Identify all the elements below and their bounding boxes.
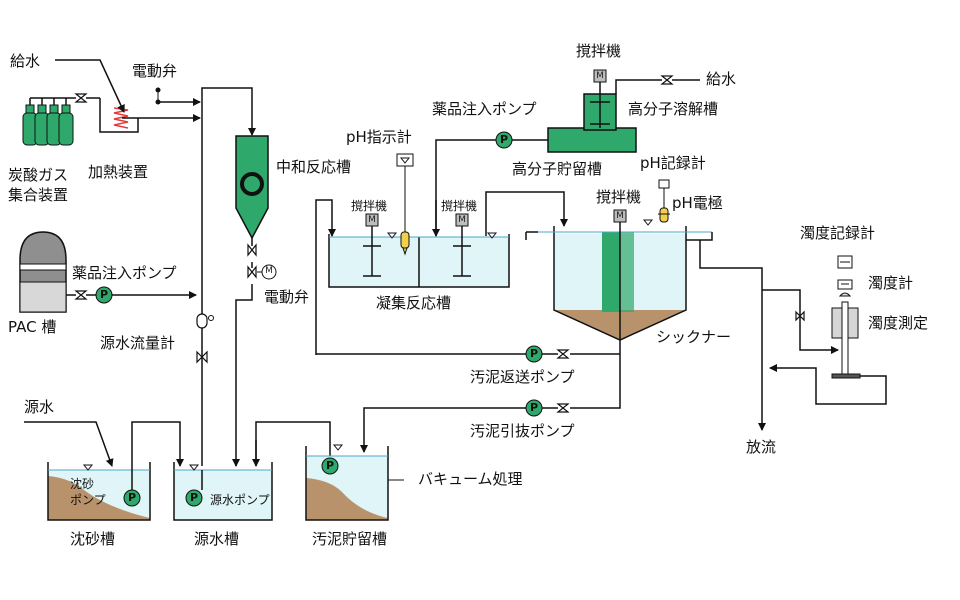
agitator-mid-motor-letter: M — [458, 215, 466, 225]
top-motor-valve[interactable] — [155, 87, 161, 105]
agitator-mid-label: 撹拌機 — [441, 199, 478, 213]
coagulation-tank — [328, 232, 510, 288]
sludge-return-pump-letter: P — [529, 347, 539, 360]
co2-label-line1: 炭酸ガス — [8, 166, 69, 184]
agitator-left-device — [363, 213, 381, 277]
agitator-left-motor-letter: M — [368, 215, 376, 225]
thickener-tank — [525, 209, 713, 341]
motor-valve-mid-label: 電動弁 — [264, 288, 310, 306]
turbidity-recorder-label: 濁度記録計 — [800, 224, 876, 242]
ph-indicator-device — [396, 153, 414, 256]
neutralization-tank — [235, 135, 269, 240]
raw-water-pump-letter: P — [189, 491, 199, 504]
sludge-withdraw-pump-letter: P — [529, 401, 539, 414]
turbidity-instrument — [831, 255, 861, 379]
polymer-chem-pump-label: 薬品注入ポンプ — [432, 100, 537, 118]
sand-tank-label: 沈砂槽 — [70, 530, 116, 548]
discharge-label: 放流 — [746, 438, 777, 456]
agitator-thickener-label: 撹拌機 — [596, 188, 642, 206]
sand-pump-label-line1: 沈砂 — [70, 477, 95, 491]
ph-electrode-device — [658, 179, 670, 223]
raw-water-pump[interactable] — [185, 489, 203, 507]
pac-pump-letter: P — [99, 288, 109, 301]
raw-flow-valve[interactable] — [196, 350, 208, 364]
feed-water-right-label: 給水 — [706, 70, 737, 88]
sludge-storage-tank-label: 汚泥貯留槽 — [312, 530, 388, 548]
sand-pump-letter: P — [127, 491, 137, 504]
vacuum-pump-letter: P — [325, 459, 335, 472]
raw-water-pump-label: 源水ポンプ — [210, 493, 270, 507]
feed-water-left-label: 給水 — [10, 52, 41, 70]
mid-motor-valve-letter: M — [265, 266, 273, 276]
neutralization-valve[interactable] — [247, 243, 257, 257]
heating-device-label: 加熱装置 — [88, 163, 149, 181]
pac-valve[interactable] — [74, 290, 88, 300]
agitator-top-label: 撹拌機 — [576, 42, 622, 60]
coagulation-tank-label: 凝集反応槽 — [376, 294, 452, 312]
vacuum-pump[interactable] — [321, 457, 339, 475]
co2-valve[interactable] — [74, 93, 88, 103]
polymer-dissolve-tank — [583, 69, 617, 131]
co2-label-line2: 集合装置 — [8, 186, 69, 204]
sludge-return-valve[interactable] — [556, 349, 570, 359]
raw-water-tank-label: 源水槽 — [194, 530, 240, 548]
pac-chem-pump-label: 薬品注入ポンプ — [72, 264, 177, 282]
turbidity-valve[interactable] — [795, 310, 805, 322]
sludge-withdraw-pump-label: 汚泥引抜ポンプ — [470, 422, 575, 440]
ph-recorder-label: pH記録計 — [640, 154, 706, 172]
pac-tank — [19, 231, 67, 313]
polymer-agitator-motor-letter: M — [596, 71, 604, 81]
polymer-dissolve-tank-label: 高分子溶解槽 — [628, 100, 719, 118]
sludge-storage-tank — [305, 444, 389, 521]
sludge-return-pump-label: 汚泥返送ポンプ — [470, 368, 575, 386]
sludge-withdraw-valve[interactable] — [556, 403, 570, 413]
agitator-mid-device — [453, 213, 471, 277]
thickener-label: シックナー — [656, 328, 732, 346]
ph-electrode-label: pH電極 — [672, 194, 723, 212]
thickener-agitator-motor-letter: M — [616, 211, 624, 221]
turbidity-measure-label: 濁度測定 — [868, 314, 929, 332]
agitator-left-label: 撹拌機 — [351, 199, 388, 213]
polymer-storage-tank — [547, 127, 637, 153]
polymer-feed-valve[interactable] — [660, 75, 674, 85]
raw-water-label: 源水 — [24, 398, 55, 416]
ph-indicator-label: pH指示計 — [346, 128, 412, 146]
polymer-pump-letter: P — [499, 133, 509, 146]
motor-valve-top-label: 電動弁 — [132, 62, 178, 80]
raw-flow-meter-label: 源水流量計 — [100, 334, 176, 352]
polymer-storage-tank-label: 高分子貯留槽 — [512, 160, 603, 178]
sand-pump-label-line2: ポンプ — [70, 493, 106, 507]
raw-water-tank — [173, 462, 273, 521]
turbidimeter-label: 濁度計 — [868, 274, 914, 292]
heating-device — [99, 98, 139, 133]
co2-cylinder-bank — [22, 97, 76, 146]
pac-tank-label: PAC 槽 — [8, 318, 57, 336]
raw-flow-meter — [196, 313, 214, 329]
vacuum-treatment-label: バキューム処理 — [418, 470, 523, 488]
mid-motor-valve[interactable] — [247, 264, 277, 280]
neutralization-tank-label: 中和反応槽 — [276, 158, 352, 176]
